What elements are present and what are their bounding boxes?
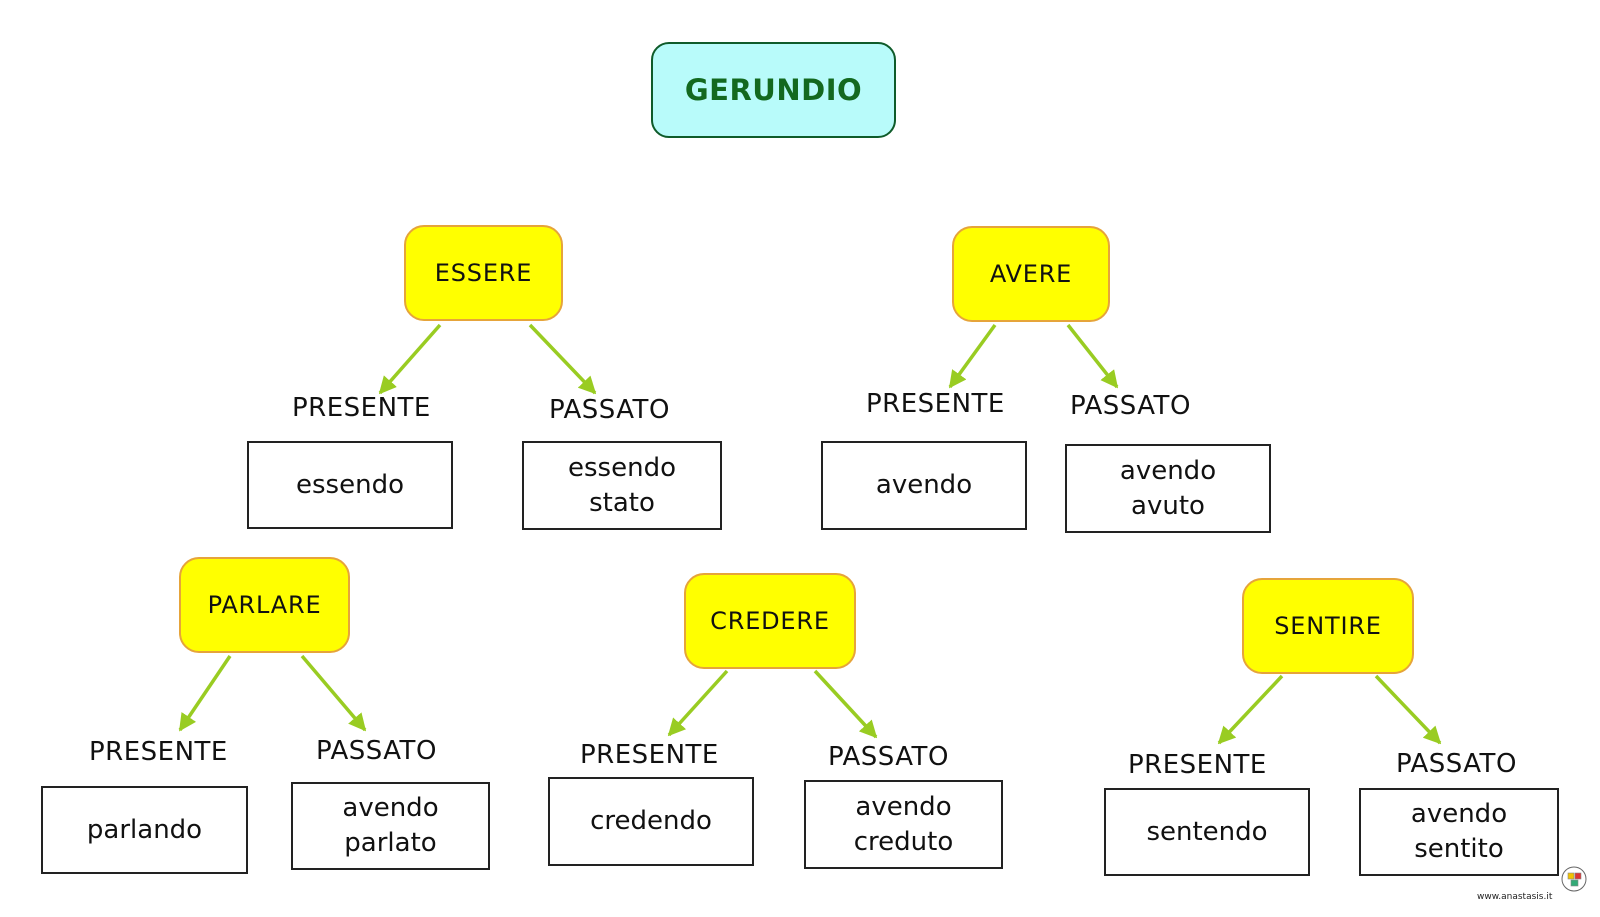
passato-form-credere-1: avendo (855, 791, 952, 822)
presente-box-avere: avendo (821, 441, 1027, 530)
presente-box-credere: credendo (548, 777, 754, 866)
presente-label-essere: PRESENTE (292, 393, 431, 423)
passato-box-essere: essendo stato (522, 441, 722, 530)
passato-label-essere: PASSATO (549, 395, 670, 425)
passato-label-credere: PASSATO (828, 742, 949, 772)
arrow-essere-presente (378, 323, 442, 395)
passato-label-sentire: PASSATO (1396, 749, 1517, 779)
passato-box-parlare: avendo parlato (291, 782, 490, 870)
verb-node-parlare: PARLARE (179, 557, 350, 653)
passato-box-credere: avendo creduto (804, 780, 1003, 869)
presente-box-parlare: parlando (41, 786, 248, 874)
presente-form-avere: avendo (875, 470, 973, 500)
arrow-sentire-presente (1217, 674, 1284, 745)
arrow-parlare-presente (178, 655, 232, 732)
passato-label-parlare: PASSATO (316, 736, 437, 766)
presente-form-essere: essendo (296, 469, 404, 500)
passato-form-sentire-1: avendo (1410, 799, 1508, 829)
passato-form-avere-1: avendo (1119, 455, 1217, 486)
presente-form-credere: credendo (590, 806, 712, 836)
passato-form-credere-2: creduto (853, 826, 954, 857)
arrow-essere-passato (528, 323, 597, 395)
verb-node-credere: CREDERE (684, 573, 856, 669)
footer-url: www.anastasis.it (1477, 892, 1553, 902)
passato-box-sentire: avendo sentito (1359, 788, 1559, 876)
title-node: GERUNDIO (651, 42, 896, 138)
supermappe-logo-icon (1561, 866, 1587, 892)
passato-form-essere-2: stato (589, 487, 655, 518)
passato-label-avere: PASSATO (1070, 391, 1191, 421)
arrow-avere-passato (1066, 323, 1119, 389)
arrow-avere-presente (948, 323, 997, 389)
passato-form-essere-1: essendo (568, 452, 676, 483)
verb-node-avere: AVERE (952, 226, 1110, 322)
verb-node-essere: ESSERE (404, 225, 563, 321)
arrow-credere-passato (813, 669, 878, 739)
presente-label-sentire: PRESENTE (1128, 750, 1267, 780)
presente-label-parlare: PRESENTE (89, 737, 228, 767)
arrow-credere-presente (667, 669, 729, 737)
passato-form-parlare-2: parlato (344, 828, 437, 858)
arrow-parlare-passato (300, 654, 367, 732)
passato-form-sentire-2: sentito (1414, 834, 1504, 864)
passato-box-avere: avendo avuto (1065, 444, 1271, 533)
verb-node-sentire: SENTIRE (1242, 578, 1414, 674)
passato-form-parlare-1: avendo (342, 793, 439, 823)
arrow-sentire-passato (1374, 674, 1442, 745)
presente-label-credere: PRESENTE (580, 740, 719, 770)
presente-box-sentire: sentendo (1104, 788, 1310, 876)
presente-box-essere: essendo (247, 441, 453, 529)
presente-label-avere: PRESENTE (866, 389, 1005, 419)
presente-form-sentire: sentendo (1146, 816, 1268, 847)
presente-form-parlare: parlando (86, 814, 203, 845)
passato-form-avere-2: avuto (1131, 490, 1205, 521)
